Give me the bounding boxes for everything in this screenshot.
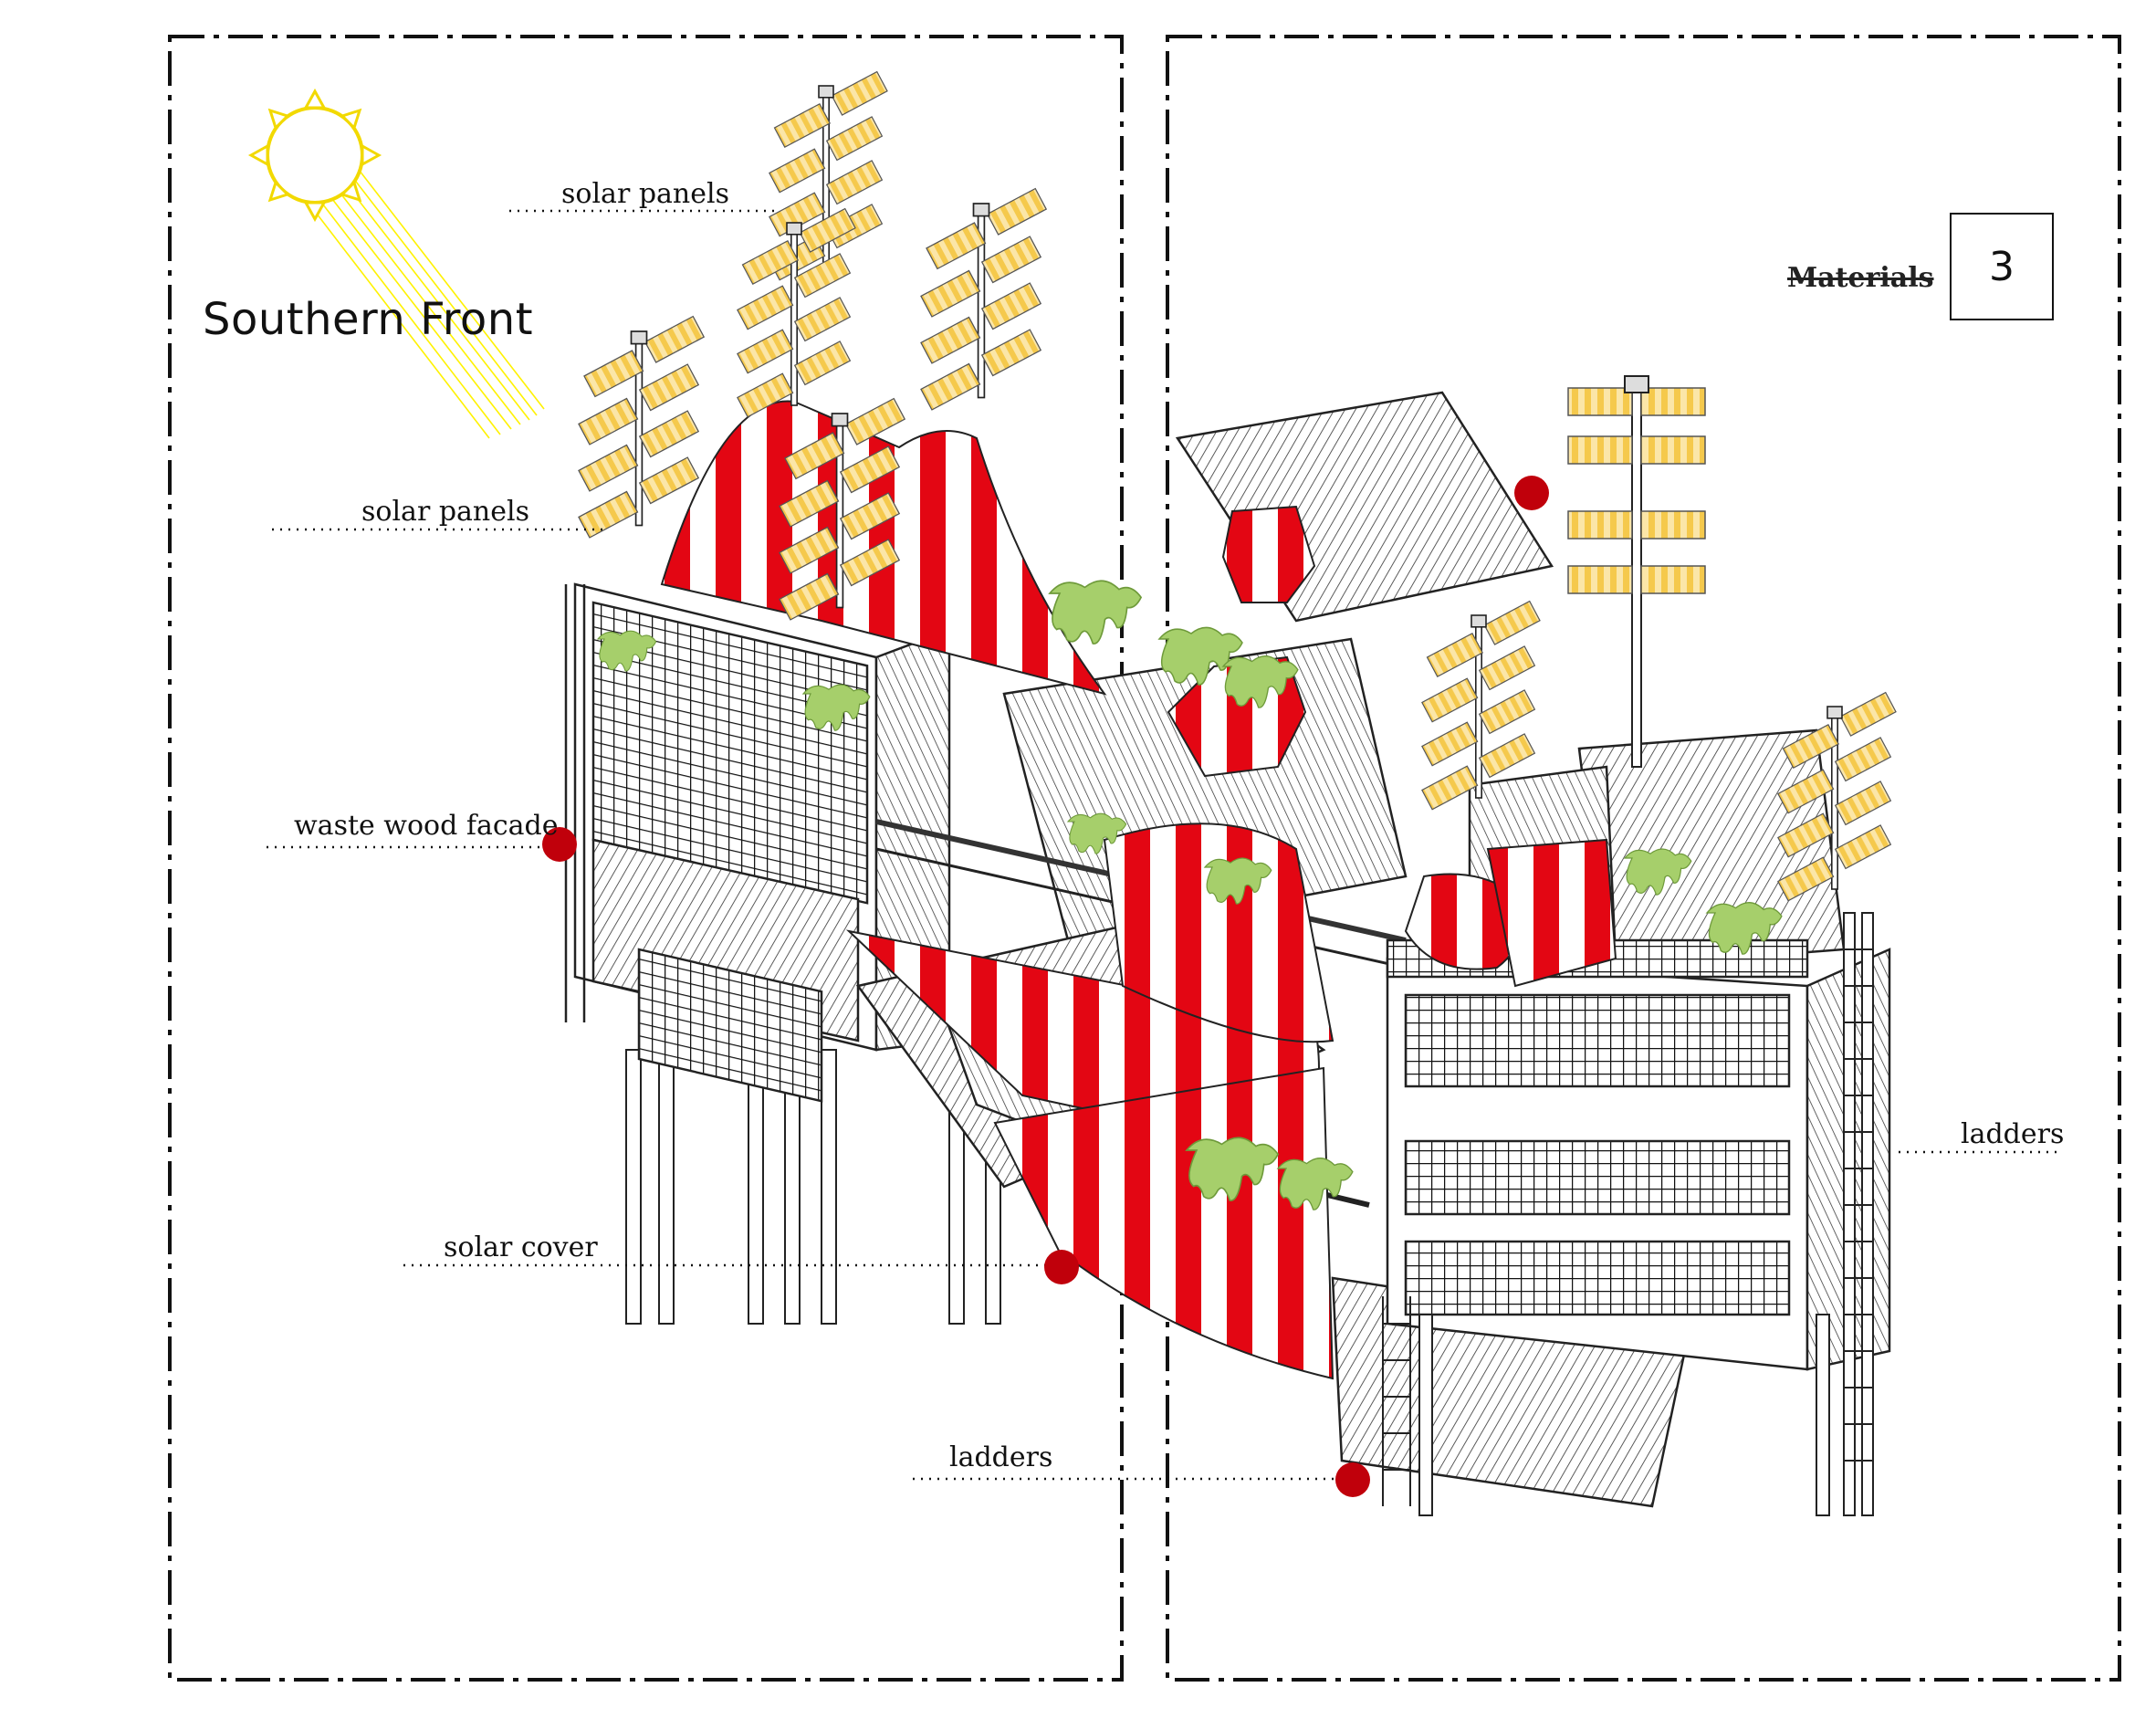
- left-building: [564, 582, 951, 1103]
- page-number: 3: [1989, 243, 2015, 290]
- label-solar-panels-top: solar panels: [561, 178, 729, 210]
- marker-ladders: [1335, 1462, 1370, 1497]
- label-solar-cover: solar cover: [444, 1231, 598, 1263]
- label-ladders-bottom: ladders: [949, 1441, 1053, 1473]
- label-ladders-right: ladders: [1961, 1118, 2065, 1150]
- leader-lines: [267, 209, 2063, 1481]
- marker-top-right: [1514, 476, 1549, 510]
- marker-waste-wood: [542, 827, 577, 862]
- page-number-box: 3: [1950, 213, 2054, 320]
- page-title: Southern Front: [203, 294, 534, 345]
- label-waste-wood-facade: waste wood facade: [294, 810, 559, 842]
- solar-panel-masts: [578, 70, 1897, 902]
- upright-panel-mast: [1567, 375, 1706, 768]
- marker-solar-cover: [1044, 1250, 1079, 1284]
- label-solar-panels-left: solar panels: [361, 496, 529, 528]
- right-building: [1386, 728, 1891, 1516]
- sun-icon: [247, 88, 545, 439]
- ladder-bottom: [1382, 1296, 1411, 1506]
- section-label: Materials: [1787, 262, 1934, 294]
- markers: [542, 476, 1549, 1497]
